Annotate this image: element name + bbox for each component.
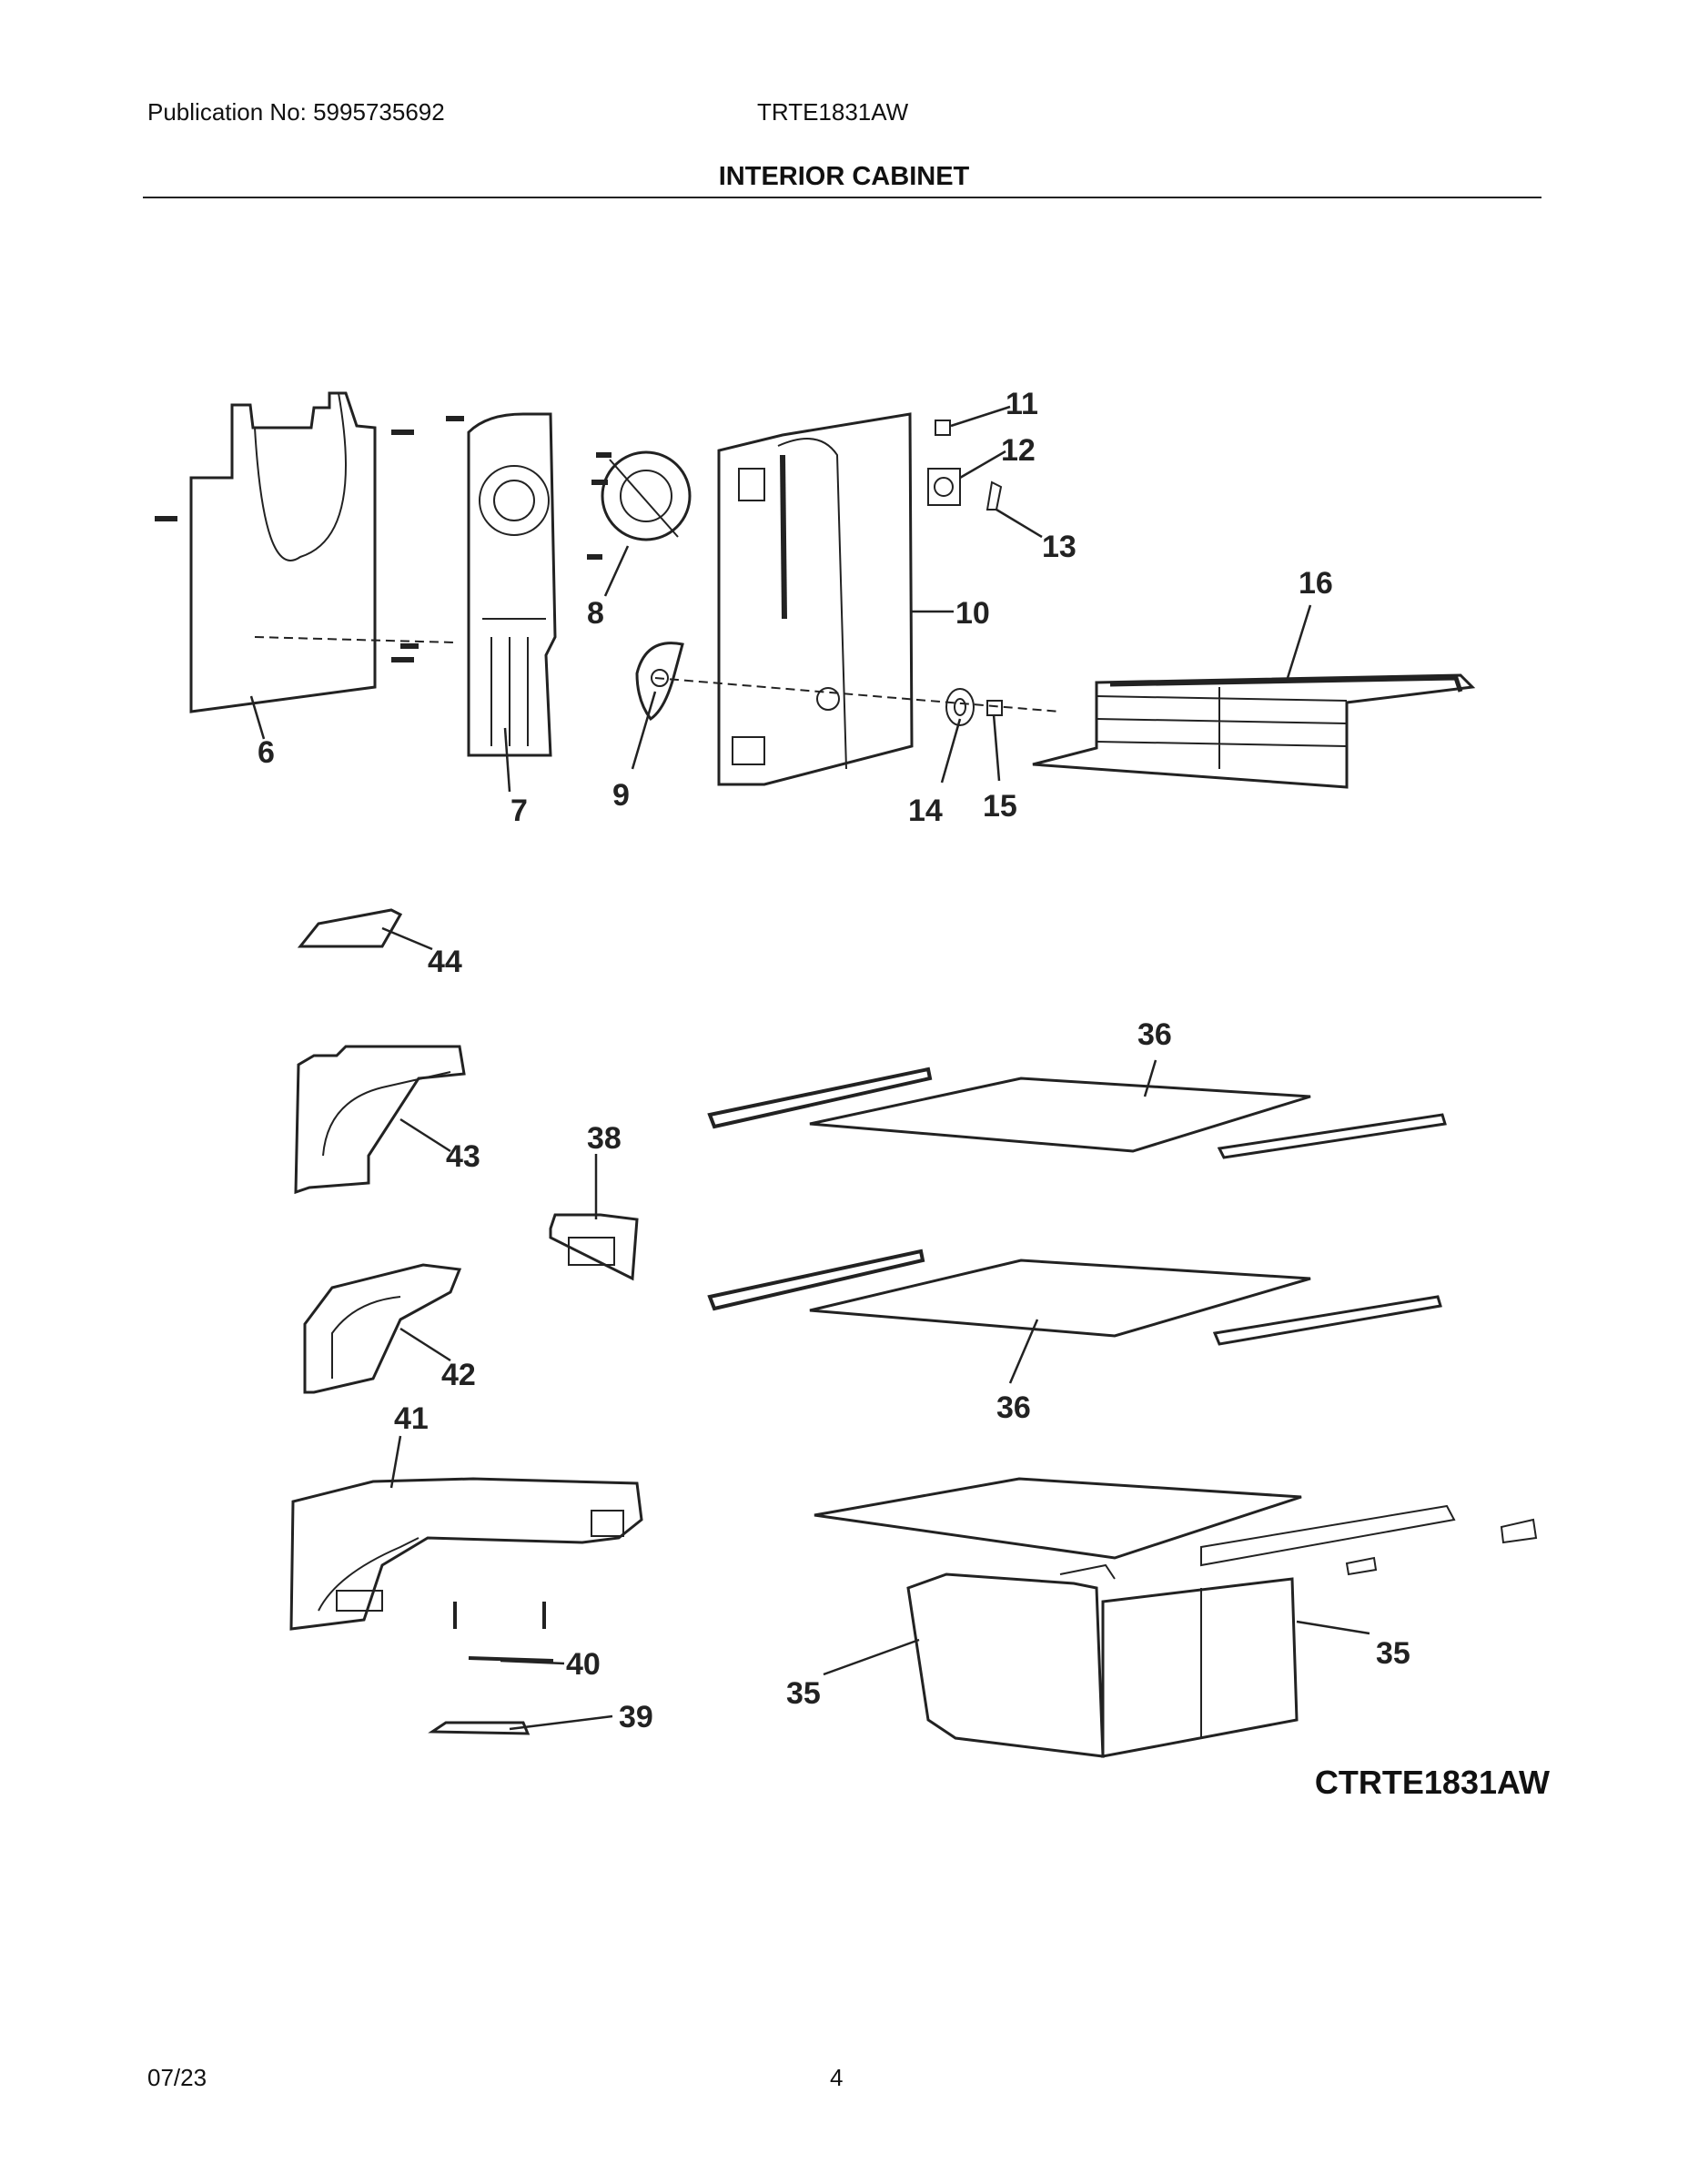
part-7-housing: [400, 412, 557, 757]
part-crisper-cover: [814, 1477, 1538, 1576]
part-43-bracket: [294, 1045, 466, 1195]
leader-lines: [249, 405, 1370, 1731]
part-36-upper-shelf: [707, 1067, 1447, 1159]
callout-39: 39: [619, 1700, 653, 1734]
callout-8: 8: [587, 596, 604, 631]
publication-number: Publication No: 5995735692: [147, 98, 445, 126]
part-9-blade: [635, 642, 684, 722]
header-rule: [143, 197, 1541, 198]
callout-7: 7: [510, 794, 528, 828]
callout-41: 41: [394, 1401, 429, 1436]
callout-44: 44: [428, 945, 462, 979]
callout-42: 42: [441, 1358, 476, 1392]
part-42-bracket: [303, 1263, 462, 1394]
part-35-left-drawer: [906, 1563, 1116, 1758]
callout-10: 10: [955, 596, 990, 631]
callout-43: 43: [446, 1139, 480, 1174]
part-16-shelf: [1032, 673, 1476, 789]
callout-35-left: 35: [786, 1676, 821, 1711]
part-10-cover: [654, 412, 1061, 786]
callout-6: 6: [258, 735, 275, 770]
callout-9: 9: [612, 778, 630, 813]
callout-12: 12: [1001, 433, 1036, 468]
callout-16: 16: [1299, 566, 1333, 601]
page-title: INTERIOR CABINET: [718, 162, 970, 191]
part-40-screws: [453, 1602, 554, 1663]
part-38-control: [549, 1213, 639, 1281]
part-35-right-drawer: [1101, 1577, 1299, 1758]
part-11-13-fittings: [927, 420, 1003, 511]
footer-date: 07/23: [147, 2064, 207, 2091]
callout-15: 15: [983, 789, 1017, 824]
callout-40: 40: [566, 1647, 601, 1682]
part-39-clip: [428, 1721, 531, 1735]
callout-13: 13: [1042, 530, 1076, 564]
callout-36-lower: 36: [996, 1390, 1031, 1425]
part-41-crisper-rail: [289, 1477, 643, 1631]
page-number: 4: [830, 2064, 844, 2091]
model-number: TRTE1831AW: [757, 98, 909, 126]
callout-35-right: 35: [1376, 1636, 1410, 1671]
callout-38: 38: [587, 1121, 622, 1156]
part-36-lower-shelf: [707, 1249, 1442, 1346]
diagram-code: CTRTE1831AW: [1314, 1764, 1550, 1801]
callout-14: 14: [908, 794, 943, 828]
part-44-clip: [297, 908, 403, 948]
callout-36-upper: 36: [1137, 1017, 1172, 1052]
callout-11: 11: [1006, 387, 1038, 421]
part-8-fan: [587, 450, 692, 560]
part-6-panel: [155, 391, 456, 713]
